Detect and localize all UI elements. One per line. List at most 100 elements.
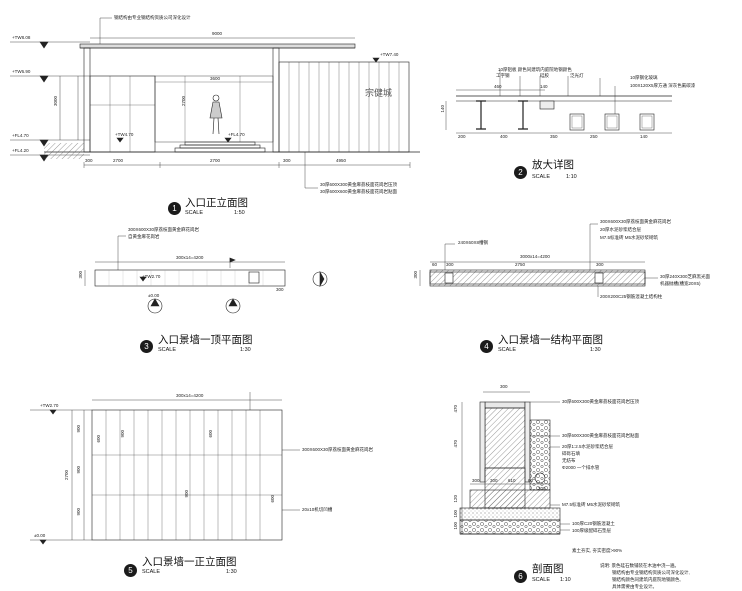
detail-dim-140-v: 140 [440, 105, 445, 113]
section-dim-i: 60 [528, 478, 534, 483]
scale-value-6: 1:10 [560, 577, 571, 583]
dim-9000: 9000 [212, 31, 223, 36]
elev5-dim-600-c: 600 [270, 495, 275, 503]
detail-dim-250: 250 [590, 134, 598, 139]
detail-dim-140: 140 [540, 84, 548, 89]
level-tw690: +TW6.90 [12, 69, 31, 74]
plan3-level: +TW2.70 [142, 274, 161, 279]
drawing-number-2: 2 [514, 166, 527, 179]
detail-label-floodlight: 泛光灯 [570, 73, 584, 78]
callout-facing-stone: 30厚600X600黄金麻荔枝面花岗岩贴面 [320, 189, 398, 194]
section-dim-f: 100 [453, 522, 458, 530]
section-callout-geotextile: 无纺布 [562, 458, 576, 463]
plan3-callout-stone: 300X600X30厚荔枝面黄金麻花岗岩 [128, 227, 200, 232]
level-fl420: +FL4.20 [12, 148, 29, 153]
scale-value-2: 1:10 [566, 174, 577, 180]
section-dim-g: 300 [490, 478, 498, 483]
dim-3600: 3600 [210, 76, 221, 81]
drawing-number-4: 4 [480, 340, 493, 353]
elevation-1 [10, 17, 420, 189]
scale-label-3: SCALE [158, 347, 177, 353]
dim-2700-c: 2700 [181, 96, 186, 107]
plan-3 [84, 235, 328, 314]
drawing-title-2: 放大详图 [532, 160, 574, 171]
dim-300-a: 300 [85, 158, 93, 163]
elev5-callout-stone: 300X600X30厚荔枝面黄金麻花岗岩 [302, 447, 374, 452]
drawing-title-3: 入口景墙一顶平面图 [158, 335, 253, 346]
scale-label-5: SCALE [142, 569, 161, 575]
level-fl470: +FL4.70 [12, 133, 29, 138]
scale-label-1: SCALE [185, 210, 204, 216]
elevation-5 [30, 392, 300, 545]
elev5-dim-600-a: 600 [96, 435, 101, 443]
scale-label-6: SCALE [532, 577, 551, 583]
dim-4950: 4950 [336, 158, 347, 163]
note-steel-structure: 钢结构由专业钢结构资质公司深化设计 [114, 15, 191, 20]
elev5-callout-groove: 20x10机切凹槽 [302, 507, 333, 512]
section-callout-brick: M7.5标准砖 M5水泥砂浆砌筑 [562, 502, 621, 507]
plan4-callout-mortar: 20厚水泥砂浆结合层 [600, 227, 642, 232]
section-callout-soil: 素土夯实, 夯实密度>90% [572, 548, 623, 553]
elev5-dim-d: 900 [120, 430, 125, 438]
plan3-side-a: 300 [78, 271, 83, 279]
scale-value-1: 1:50 [234, 210, 245, 216]
section-dim-a: 470 [453, 405, 458, 413]
section-note-1: 说明: 景色硅石数铺装在木油中浇一遍。 [600, 563, 679, 568]
detail-2 [445, 70, 672, 134]
section-callout-gravel: 碎砾石填 [562, 451, 580, 456]
detail-label-glass: 10厚钢化玻璃 [630, 75, 658, 80]
section-dim-e: 100 [453, 510, 458, 518]
wall-logo: 宗健城 [365, 88, 393, 98]
detail-dim-200: 200 [458, 134, 466, 139]
drawing-number-3: 3 [140, 340, 153, 353]
section-callout-mortar: 20厚1:2.5水泥砂浆结合层 [562, 444, 614, 449]
section-note-3: 钢结构颜色同建筑内庭院地钢颜色, [612, 577, 681, 582]
drawing-number-5: 5 [124, 564, 137, 577]
detail-dim-460: 460 [494, 84, 502, 89]
section-note-2: 钢结构由专业钢结构资质公司深化设计, [612, 570, 690, 575]
elev5-dim-a: 900 [76, 425, 81, 433]
section-dim-b: 470 [453, 440, 458, 448]
section-callout-base: 100厚级配碎石垫层 [572, 528, 612, 533]
plan4-dim-300-v: 300 [413, 271, 418, 279]
plan3-callout-self: 自黄金麻花岗岩 [128, 234, 160, 239]
scale-label-4: SCALE [498, 347, 517, 353]
section-callout-concrete: 100厚C20钢筋混凝土 [572, 521, 615, 526]
section-note-4: 具体需要由专业设计。 [612, 584, 657, 589]
plan4-callout-brick: M7.5标准砖 M5水泥砂浆砌筑 [600, 235, 659, 240]
plan4-callout-channel: 240X60X8槽钢 [458, 240, 489, 245]
plan4-dim-300: 300 [446, 262, 454, 267]
plan4-dim-300-b: 300 [596, 262, 604, 267]
detail-label-tube: 100X120X5厚方通 深灰色氟碳漆 [630, 83, 696, 88]
drawing-title-1: 入口正立面图 [185, 198, 248, 209]
elev5-dim-600-b: 600 [208, 430, 213, 438]
section-callout-cap: 30厚600X300黄金麻荔枝面花岗岩压顶 [562, 399, 640, 404]
drawing-number-6: 6 [514, 570, 527, 583]
detail-label-aluminium: 10厚铝板 颜色同建筑内庭院地钢颜色 [498, 67, 572, 72]
section-6 [459, 391, 570, 535]
plan4-callout-column: 200X200C25钢筋混凝土结构柱 [600, 294, 663, 299]
level-tw470: +TW4.70 [115, 132, 134, 137]
section-dim-c: 300 [472, 478, 480, 483]
drawing-title-5: 入口景墙一正立面图 [142, 557, 237, 568]
detail-dim-140-b: 140 [640, 134, 648, 139]
scale-value-5: 1:30 [226, 569, 237, 575]
plan4-dim-total: 3000x14=4200 [520, 254, 550, 259]
section-dim-d: 120 [453, 495, 458, 503]
elev5-dim-top: 300x14=4200 [176, 393, 204, 398]
elev5-dim-c: 900 [76, 508, 81, 516]
detail-label-ibeam: 工字钢 [496, 73, 510, 78]
plan4-dim-60: 60 [432, 262, 438, 267]
plan4-callout-black: 30厚240X300芝麻黑光面 [660, 274, 711, 279]
drawing-title-4: 入口景墙一结构平面图 [498, 335, 603, 346]
elev5-level-bottom: ±0.00 [34, 533, 46, 538]
scale-label-2: SCALE [532, 174, 551, 180]
section-dim-j: 300 [538, 486, 546, 491]
dim-300-b: 300 [283, 158, 291, 163]
dim-2700-b: 2700 [210, 158, 221, 163]
detail-dim-350: 350 [550, 134, 558, 139]
plan-4 [419, 223, 658, 297]
level-tw808: +TW8.08 [12, 35, 31, 40]
